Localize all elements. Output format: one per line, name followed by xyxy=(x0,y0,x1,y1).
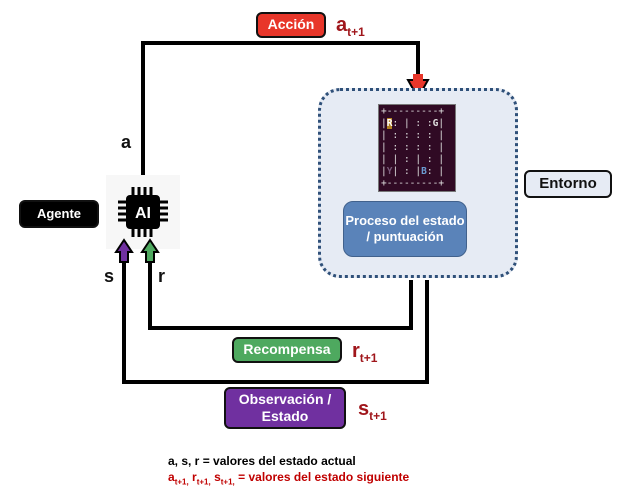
environment-label: Entorno xyxy=(524,170,612,198)
legend: a, s, r = valores del estado actual at+1… xyxy=(168,454,409,486)
reward-line xyxy=(148,258,413,330)
edge-label-a: a xyxy=(121,132,132,152)
action-next-var: at+1 xyxy=(336,14,365,39)
reward-badge: Recompensa xyxy=(232,337,342,363)
reward-next-var: rt+1 xyxy=(352,340,378,365)
svg-text:AI: AI xyxy=(135,205,151,222)
observation-line xyxy=(122,258,429,384)
grid-row: | : : : : | xyxy=(381,142,445,153)
agent-label: Agente xyxy=(19,200,99,228)
edge-label-r: r xyxy=(158,266,166,286)
legend-current: a, s, r = valores del estado actual xyxy=(168,454,356,468)
grid-row: +---------+ xyxy=(381,106,445,117)
ai-chip-icon: AI xyxy=(106,175,180,249)
process-state-box: Proceso del estado / puntuación xyxy=(343,201,467,257)
grid-row: | | : | : | xyxy=(381,154,445,165)
action-line xyxy=(141,41,420,178)
grid-row: +---------+ xyxy=(381,178,445,189)
grid-row: |R: | : :G| xyxy=(381,118,445,129)
edge-label-s: s xyxy=(104,266,115,286)
grid-row: |Y| : |B: | xyxy=(381,166,445,177)
legend-next: at+1, rt+1, st+1, = valores del estado s… xyxy=(168,470,410,487)
grid-row: | : : : : | xyxy=(381,130,445,141)
taxi-grid-render: +---------+|R: | : :G|| : : : : || : : :… xyxy=(378,104,456,192)
action-badge: Acción xyxy=(256,12,326,38)
observation-next-var: st+1 xyxy=(358,398,387,423)
observation-badge: Observación / Estado xyxy=(224,387,346,429)
